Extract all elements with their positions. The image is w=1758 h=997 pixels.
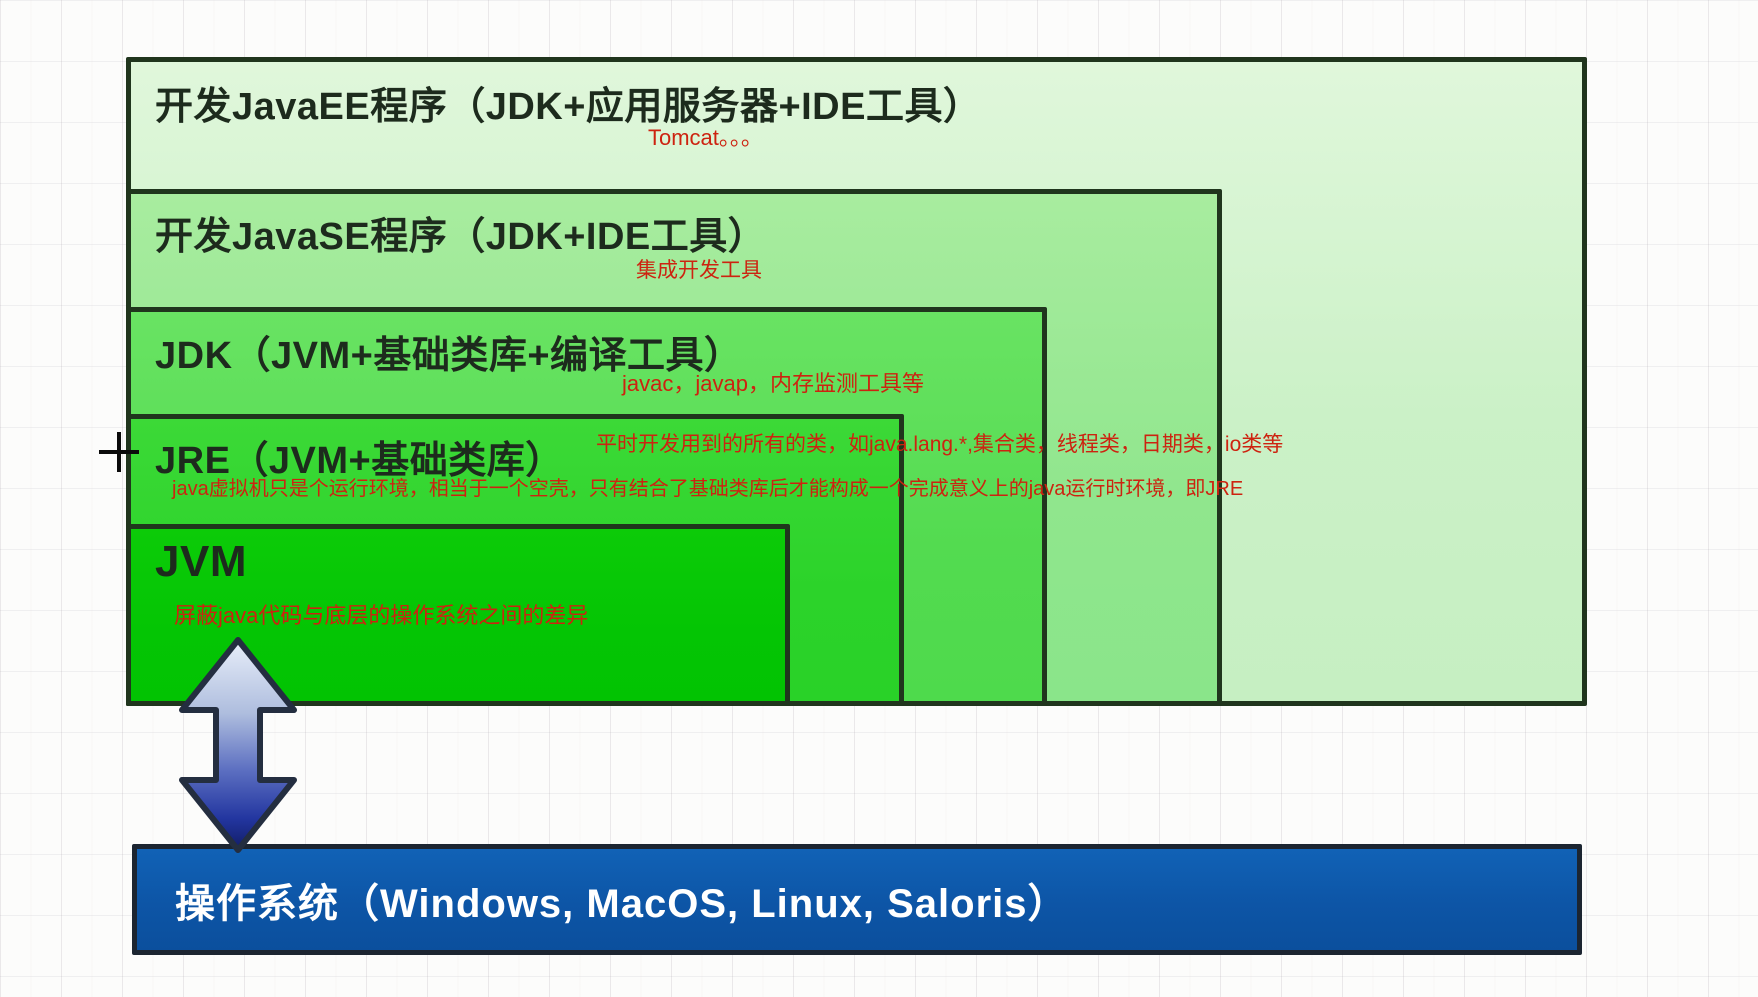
annotation-jre-classes: 平时开发用到的所有的类，如java.lang.*,集合类，线程类，日期类，io类… (596, 433, 1284, 456)
annotation-jdk-tools: javac，javap，内存监测工具等 (622, 371, 924, 396)
layer-title-javase: 开发JavaSE程序（JDK+IDE工具） (155, 216, 767, 258)
layer-title-javaee: 开发JavaEE程序（JDK+应用服务器+IDE工具） (155, 86, 982, 128)
os-box: 操作系统（Windows, MacOS, Linux, Saloris） (132, 844, 1582, 955)
annotation-jvm-shell: java虚拟机只是个运行环境，相当于一个空壳，只有结合了基础类库后才能构成一个完… (172, 478, 1244, 500)
layer-title-jdk: JDK（JVM+基础类库+编译工具） (155, 335, 743, 377)
annotation-tomcat: Tomcat。。。 (648, 125, 763, 150)
os-title: 操作系统（Windows, MacOS, Linux, Saloris） (175, 881, 1069, 926)
layer-title-jvm: JVM (155, 537, 247, 586)
annotation-ide-tools: 集成开发工具 (636, 259, 762, 282)
bidirectional-arrow-icon (179, 637, 297, 853)
layer-title-jre: JRE（JVM+基础类库） (155, 440, 564, 482)
annotation-jvm-role: 屏蔽java代码与底层的操作系统之间的差异 (174, 603, 589, 628)
